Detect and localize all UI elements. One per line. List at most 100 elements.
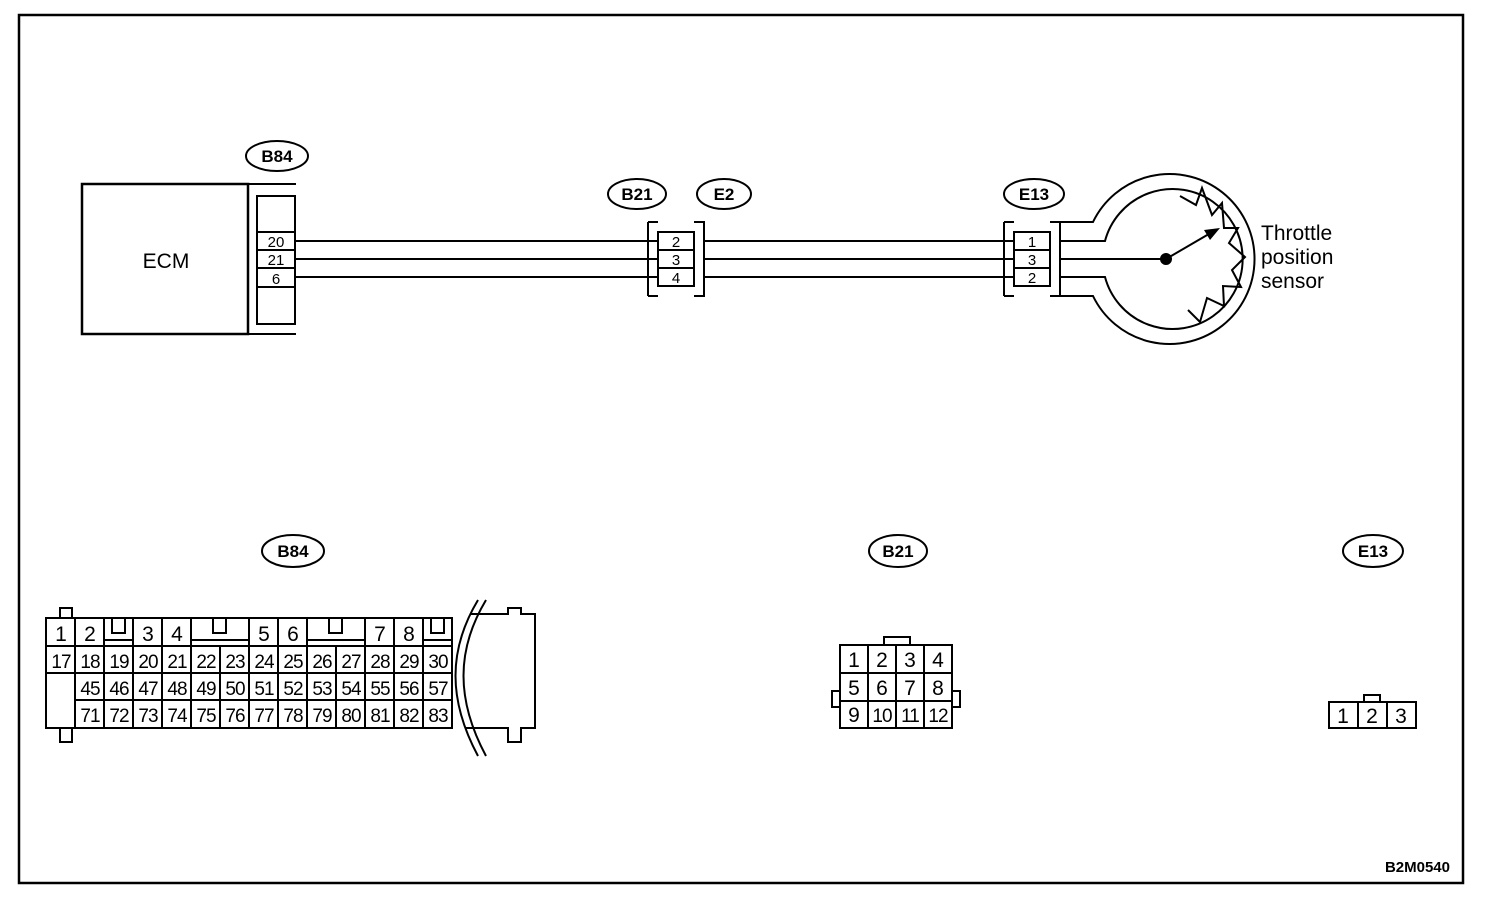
connector-b21-e2: 2 3 4 B21 E2 bbox=[607, 178, 752, 297]
b84-face-pin: 75 bbox=[196, 706, 216, 727]
e13-tag: E13 bbox=[1019, 185, 1049, 204]
b84-face-pin: 7 bbox=[374, 623, 386, 646]
b21-pin-4: 4 bbox=[672, 270, 680, 287]
sensor-label-line-3: sensor bbox=[1261, 270, 1324, 293]
e2-tag: E2 bbox=[714, 185, 735, 204]
b84-face-pin: 83 bbox=[428, 706, 448, 727]
b84-tag-oval bbox=[245, 140, 309, 172]
b84-face-pin: 47 bbox=[138, 679, 158, 700]
b84-face-pin: 52 bbox=[283, 679, 303, 700]
b21-pin-2: 2 bbox=[672, 234, 680, 251]
b84-face-pin: 53 bbox=[312, 679, 332, 700]
sensor-resistor bbox=[1179, 185, 1247, 324]
b84-face-pin: 4 bbox=[171, 623, 183, 646]
b84-face-pin: 46 bbox=[109, 679, 129, 700]
b84-face-pin: 54 bbox=[341, 679, 362, 700]
e13-face-pin: 2 bbox=[1366, 705, 1378, 728]
b84-face-pin: 48 bbox=[167, 679, 187, 700]
throttle-position-sensor: Throttle position sensor bbox=[1060, 173, 1333, 345]
e13-pin-2: 2 bbox=[1028, 270, 1036, 287]
b84-face-pin: 23 bbox=[225, 652, 245, 673]
b84-face-pin: 76 bbox=[225, 706, 245, 727]
b84-face-pin: 25 bbox=[283, 652, 303, 673]
b21-face-pin: 2 bbox=[876, 649, 888, 672]
sensor-label-line-1: Throttle bbox=[1261, 222, 1332, 245]
b21-face-pin: 12 bbox=[928, 706, 948, 727]
b84-face-pin: 80 bbox=[341, 706, 361, 727]
b21-connector-face: B21 1 2 3 4 5 6 7 8 9 10 11 12 bbox=[831, 534, 961, 729]
b84-face-pin: 72 bbox=[109, 706, 129, 727]
b84-tag: B84 bbox=[261, 147, 293, 166]
e13-face-pin: 3 bbox=[1395, 705, 1407, 728]
b21-face-pin: 5 bbox=[848, 677, 860, 700]
b21-tag-oval bbox=[607, 178, 667, 210]
sensor-label-line-2: position bbox=[1261, 246, 1333, 269]
b84-face-pin: 21 bbox=[167, 652, 187, 673]
b84-face-pin: 26 bbox=[312, 652, 332, 673]
b84-face-pin: 17 bbox=[51, 652, 71, 673]
b21-pin-3: 3 bbox=[672, 252, 680, 269]
b21-face-pin: 6 bbox=[876, 677, 888, 700]
b84-face-pin: 73 bbox=[138, 706, 158, 727]
b84-face-pin: 71 bbox=[80, 706, 100, 727]
b84-face-pin: 82 bbox=[399, 706, 419, 727]
ecm-label: ECM bbox=[143, 250, 190, 273]
sensor-wiper-arrowhead bbox=[1204, 228, 1220, 240]
b84-pin-20: 20 bbox=[268, 234, 285, 251]
b84-connector-face: B84 bbox=[45, 534, 536, 757]
b84-face-pin: 27 bbox=[341, 652, 361, 673]
b84-face-pin: 49 bbox=[196, 679, 216, 700]
b84-face-pin: 29 bbox=[399, 652, 419, 673]
b84-face-pin: 56 bbox=[399, 679, 419, 700]
b84-face-pin: 51 bbox=[254, 679, 274, 700]
e2-tag-oval bbox=[696, 178, 752, 210]
b84-face-tag: B84 bbox=[277, 542, 309, 561]
b84-face-pin: 78 bbox=[283, 706, 303, 727]
b21-face-tag-oval bbox=[868, 534, 928, 568]
b84-face-pin: 5 bbox=[258, 623, 270, 646]
b21-face-pin: 4 bbox=[932, 649, 944, 672]
b84-face-pin: 79 bbox=[312, 706, 332, 727]
diagram-frame bbox=[17, 13, 1465, 885]
e13-tag-oval bbox=[1003, 178, 1065, 210]
b84-face-tag-oval bbox=[261, 534, 325, 568]
b84-face-pin: 8 bbox=[403, 623, 415, 646]
b84-face-pin: 57 bbox=[428, 679, 448, 700]
b84-face-pin: 74 bbox=[167, 706, 188, 727]
e13-face-pin: 1 bbox=[1337, 705, 1349, 728]
figure-code: B2M0540 bbox=[1385, 859, 1450, 876]
e13-pin-3: 3 bbox=[1028, 252, 1036, 269]
b84-face-pin: 22 bbox=[196, 652, 216, 673]
b84-face-pin: 77 bbox=[254, 706, 274, 727]
b84-face-pin: 55 bbox=[370, 679, 390, 700]
ecm-unit: ECM bbox=[80, 182, 250, 336]
b21-face-pin: 10 bbox=[872, 706, 892, 727]
connector-b84-inline: 20 21 6 B84 bbox=[245, 140, 309, 335]
b84-face-pin: 50 bbox=[225, 679, 245, 700]
e13-face-tag: E13 bbox=[1358, 542, 1388, 561]
e13-pin-1: 1 bbox=[1028, 234, 1036, 251]
b84-pin-21: 21 bbox=[268, 252, 285, 269]
b84-face-pin: 45 bbox=[80, 679, 100, 700]
b84-face-pin: 81 bbox=[370, 706, 390, 727]
e13-face-tag-oval bbox=[1342, 534, 1404, 568]
b21-tag: B21 bbox=[621, 185, 652, 204]
b84-face-pin: 1 bbox=[55, 623, 67, 646]
b21-face-pin: 8 bbox=[932, 677, 944, 700]
wire-bundle-ecm-b21 bbox=[295, 240, 658, 278]
b84-face-pin: 3 bbox=[142, 623, 154, 646]
e13-connector-face: E13 1 2 3 bbox=[1328, 534, 1417, 729]
b84-pin-6: 6 bbox=[272, 271, 280, 288]
b21-face-pin: 1 bbox=[848, 649, 860, 672]
b84-face-pin: 30 bbox=[428, 652, 448, 673]
b21-face-pin: 11 bbox=[901, 706, 919, 727]
b21-face-pin: 3 bbox=[904, 649, 916, 672]
b21-face-pin: 9 bbox=[848, 704, 860, 727]
b84-face-pin: 24 bbox=[254, 652, 275, 673]
b84-face-pin: 2 bbox=[84, 623, 96, 646]
b84-face-pin: 19 bbox=[109, 652, 129, 673]
b84-face-pin: 28 bbox=[370, 652, 390, 673]
b84-face-pin: 20 bbox=[138, 652, 158, 673]
b21-face-pin: 7 bbox=[904, 677, 916, 700]
